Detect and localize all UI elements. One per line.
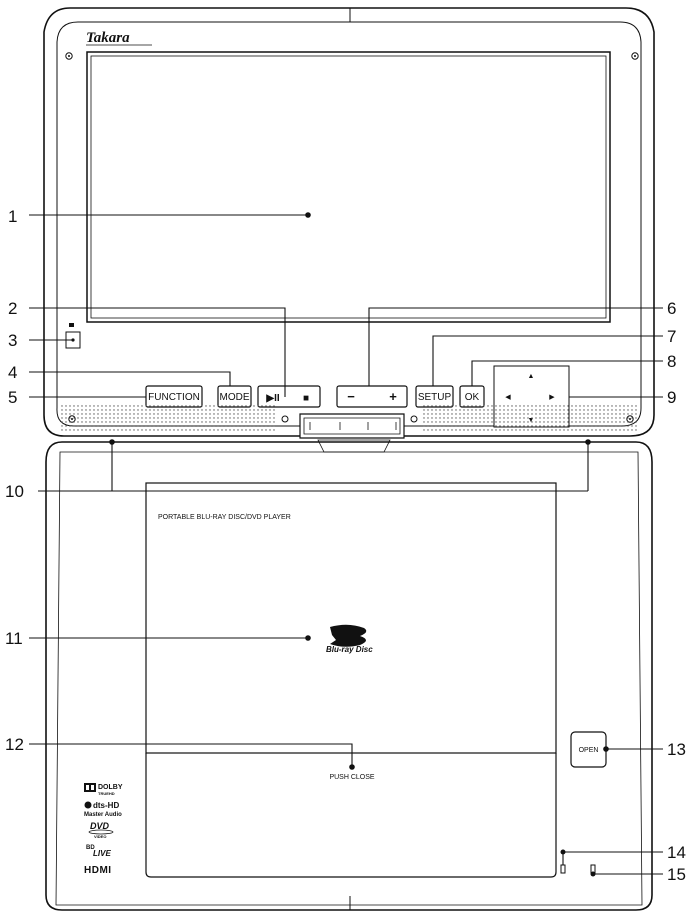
- callout-dots: [109, 212, 609, 877]
- play-stop-button-group: ▶II ■: [257, 385, 321, 408]
- mode-button[interactable]: MODE: [217, 385, 252, 408]
- bdlive-text: LIVE: [93, 849, 111, 858]
- open-button-label: OPEN: [579, 747, 599, 754]
- function-button-label: FUNCTION: [148, 392, 200, 403]
- callout-8: 8: [667, 352, 676, 371]
- mode-button-label: MODE: [220, 392, 250, 403]
- ok-button[interactable]: OK: [459, 385, 485, 408]
- dolby-sub-text: TRUEHD: [98, 791, 115, 796]
- volume-down-button[interactable]: −: [347, 389, 355, 404]
- remote-sensor-icon: [69, 323, 74, 327]
- push-close-label: PUSH CLOSE: [329, 774, 374, 781]
- brand-logo: Takara: [86, 30, 130, 46]
- setup-button-label: SETUP: [418, 392, 452, 403]
- arrow-down-icon[interactable]: ▼: [528, 417, 535, 424]
- callout-6: 6: [667, 299, 676, 318]
- callout-7: 7: [667, 327, 676, 346]
- dts-logo: dts-HD Master Audio: [84, 801, 122, 818]
- dvd-text: DVD: [90, 821, 110, 831]
- screw-icon: [410, 415, 418, 423]
- lid-inner-bezel: [56, 21, 642, 427]
- callout-2: 2: [8, 299, 17, 318]
- arrow-right-icon[interactable]: ▶: [549, 394, 555, 401]
- callout-10: 10: [5, 482, 24, 501]
- left-speaker-grille: [61, 405, 275, 431]
- arrow-up-icon[interactable]: ▲: [528, 373, 535, 380]
- callout-12: 12: [5, 735, 24, 754]
- callout-11: 11: [5, 629, 23, 648]
- bluray-logo: Blu-ray Disc: [326, 624, 373, 654]
- direction-pad: ▲ ▼ ◀ ▶: [493, 365, 570, 428]
- callout-4: 4: [8, 363, 17, 382]
- disc-door[interactable]: [145, 482, 557, 754]
- hinge: [299, 413, 405, 453]
- ok-button-label: OK: [465, 392, 480, 403]
- screw-icon: [626, 415, 634, 423]
- dts-text: dts-HD: [93, 801, 119, 810]
- dvd-logo: DVD VIDEO: [88, 821, 114, 839]
- volume-button-group: − +: [336, 385, 408, 408]
- callout-5: 5: [8, 388, 17, 407]
- callout-9: 9: [667, 388, 676, 407]
- callout-13: 13: [667, 740, 686, 759]
- hdmi-logo: HDMI: [84, 865, 112, 876]
- lcd-screen: [86, 51, 611, 323]
- dolby-logo: DOLBY TRUEHD: [84, 783, 123, 796]
- screw-icon: [281, 415, 289, 423]
- dolby-text: DOLBY: [98, 784, 123, 791]
- arrow-left-icon[interactable]: ◀: [505, 394, 511, 401]
- stop-button[interactable]: ■: [303, 393, 309, 404]
- setup-button[interactable]: SETUP: [415, 385, 454, 408]
- callout-15: 15: [667, 865, 686, 884]
- dvd-sub-text: VIDEO: [94, 834, 106, 839]
- bdlive-logo: BD LIVE: [86, 845, 111, 858]
- dts-sub-text: Master Audio: [84, 812, 122, 818]
- bdlive-bd-text: BD: [86, 845, 95, 851]
- callout-14: 14: [667, 843, 686, 862]
- bluray-logo-text: Blu-ray Disc: [326, 645, 373, 654]
- callout-3: 3: [8, 331, 17, 350]
- disc-tray-area: [145, 753, 557, 878]
- base-outline: [45, 441, 653, 911]
- callout-lines: [29, 214, 663, 875]
- volume-up-button[interactable]: +: [389, 389, 397, 404]
- screw-icon: [65, 52, 73, 60]
- play-pause-button[interactable]: ▶II: [265, 393, 279, 404]
- callout-1: 1: [8, 207, 17, 226]
- disc-label: PORTABLE BLU-RAY DISC/DVD PLAYER: [158, 514, 291, 521]
- screw-icon: [68, 415, 76, 423]
- open-button[interactable]: OPEN: [570, 731, 607, 768]
- function-button[interactable]: FUNCTION: [145, 385, 203, 408]
- right-speaker-grille: [423, 405, 637, 431]
- screw-icon: [631, 52, 639, 60]
- power-led: [560, 864, 566, 874]
